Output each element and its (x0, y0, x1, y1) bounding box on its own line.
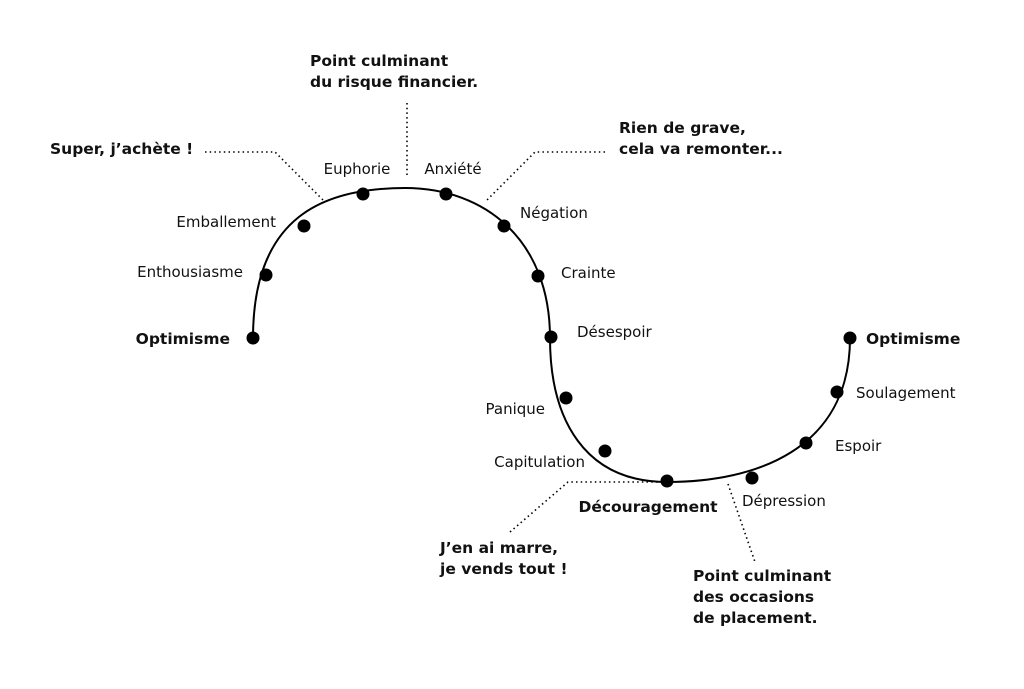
callout-opp-line2: des occasions (693, 588, 814, 606)
dot-panique (559, 391, 573, 405)
stage-label-anxiete: Anxiété (424, 160, 481, 178)
dot-optimisme-start (246, 331, 260, 345)
dot-anxiete (439, 187, 453, 201)
dot-crainte (531, 269, 545, 283)
dot-euphorie (356, 187, 370, 201)
stage-label-capitulation: Capitulation (494, 453, 585, 471)
callout-peak-risk: Point culminant du risque financier. (310, 52, 478, 91)
stage-label-depression: Dépression (742, 492, 826, 510)
stage-label-decouragement: Découragement (578, 498, 718, 516)
stage-label-panique: Panique (486, 400, 546, 418)
dot-decouragement (660, 474, 674, 488)
dot-depression (745, 471, 759, 485)
callout-opp-line1: Point culminant (693, 567, 832, 585)
callout-rien-line2: cela va remonter... (619, 140, 783, 158)
callout-marre-line1: J’en ai marre, (439, 539, 558, 557)
dot-soulagement (830, 385, 844, 399)
dot-optimisme-end (843, 331, 857, 345)
leader-marre (509, 481, 663, 533)
stage-label-optimisme-end: Optimisme (866, 330, 960, 348)
dot-capitulation (598, 444, 612, 458)
stage-label-soulagement: Soulagement (856, 384, 956, 402)
callout-rien-line1: Rien de grave, (619, 119, 746, 137)
leader-super (205, 151, 326, 203)
callout-peak-risk-line2: du risque financier. (310, 73, 478, 91)
stage-label-espoir: Espoir (835, 437, 882, 455)
callout-peak-risk-line1: Point culminant (310, 52, 449, 70)
callout-opp-line3: de placement. (693, 609, 818, 627)
stage-label-negation: Négation (520, 204, 588, 222)
stage-label-euphorie: Euphorie (324, 160, 391, 178)
stage-label-enthousiasme: Enthousiasme (137, 263, 243, 281)
callout-marre-line2: je vends tout ! (439, 560, 568, 578)
callout-rien-de-grave: Rien de grave, cela va remonter... (619, 119, 783, 158)
stage-label-optimisme-start: Optimisme (136, 330, 230, 348)
callout-super: Super, j’achète ! (50, 140, 193, 158)
stage-label-desespoir: Désespoir (577, 323, 653, 341)
stage-label-emballement: Emballement (176, 213, 276, 231)
dot-enthousiasme (259, 268, 273, 282)
leader-rien-de-grave (484, 151, 605, 203)
dot-emballement (297, 219, 311, 233)
dot-negation (497, 219, 511, 233)
dot-desespoir (544, 330, 558, 344)
callout-peak-opportunity: Point culminant des occasions de placeme… (693, 567, 832, 627)
stage-label-crainte: Crainte (561, 264, 616, 282)
callout-marre: J’en ai marre, je vends tout ! (439, 539, 568, 578)
dot-espoir (799, 436, 813, 450)
